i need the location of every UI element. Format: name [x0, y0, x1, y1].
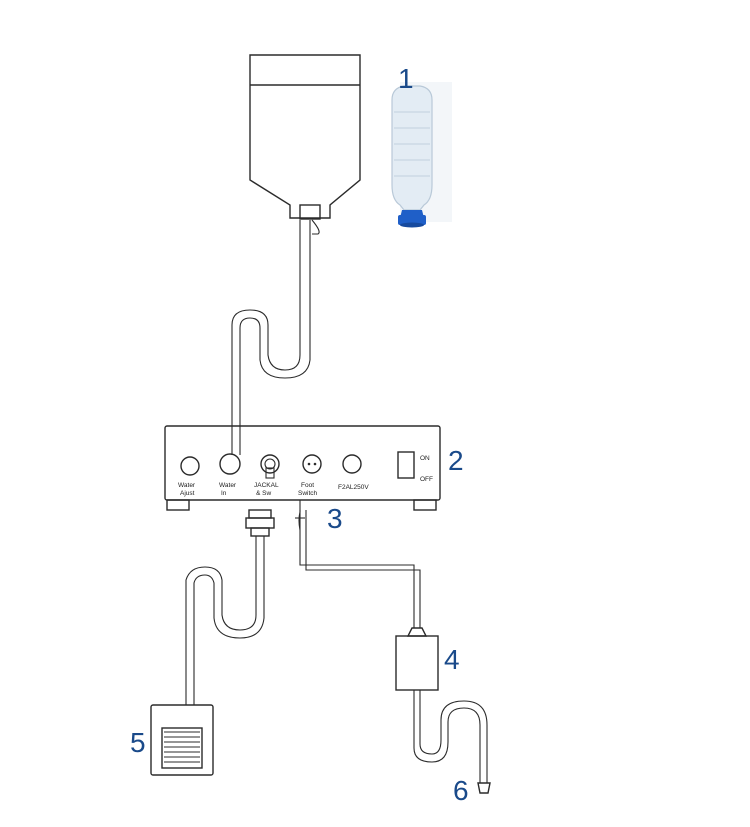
label-water-adjust-1: Water	[178, 482, 196, 489]
water-tube	[231, 220, 311, 455]
label-foot-switch-2: Switch	[298, 490, 318, 497]
foot-pedal	[150, 704, 214, 776]
label-water-in-2: In	[221, 490, 227, 497]
water-bottle-image	[391, 82, 452, 228]
label-water-in-1: Water	[219, 482, 237, 489]
label-water-adjust-2: Ajust	[180, 490, 195, 497]
callout-1: 1	[398, 63, 414, 94]
power-cable	[295, 500, 421, 628]
label-on: ON	[420, 455, 430, 462]
water-adjust-knob	[180, 456, 200, 476]
power-adapter	[395, 627, 439, 691]
callout-4: 4	[444, 644, 460, 675]
control-unit: Water Ajust Water In JACKAL & Sw Foot Sw…	[164, 425, 441, 511]
mains-cord	[413, 690, 491, 794]
water-reservoir	[249, 54, 361, 235]
label-fuse: F2AL250V	[338, 484, 369, 491]
callout-2: 2	[448, 445, 464, 476]
power-switch	[397, 451, 415, 479]
callout-6: 6	[453, 775, 469, 806]
callout-3: 3	[327, 503, 343, 534]
handpiece-connector	[260, 454, 280, 479]
label-foot-switch-1: Foot	[301, 482, 314, 489]
label-off: OFF	[420, 476, 433, 483]
pedal-cable	[185, 509, 275, 705]
water-in-port	[219, 453, 241, 475]
label-handpiece-2: & Sw	[256, 490, 271, 497]
label-handpiece-1: JACKAL	[254, 482, 279, 489]
callout-5: 5	[130, 727, 146, 758]
fuse-holder	[342, 454, 362, 474]
foot-switch-socket	[302, 454, 322, 474]
plug-icon	[477, 782, 491, 794]
